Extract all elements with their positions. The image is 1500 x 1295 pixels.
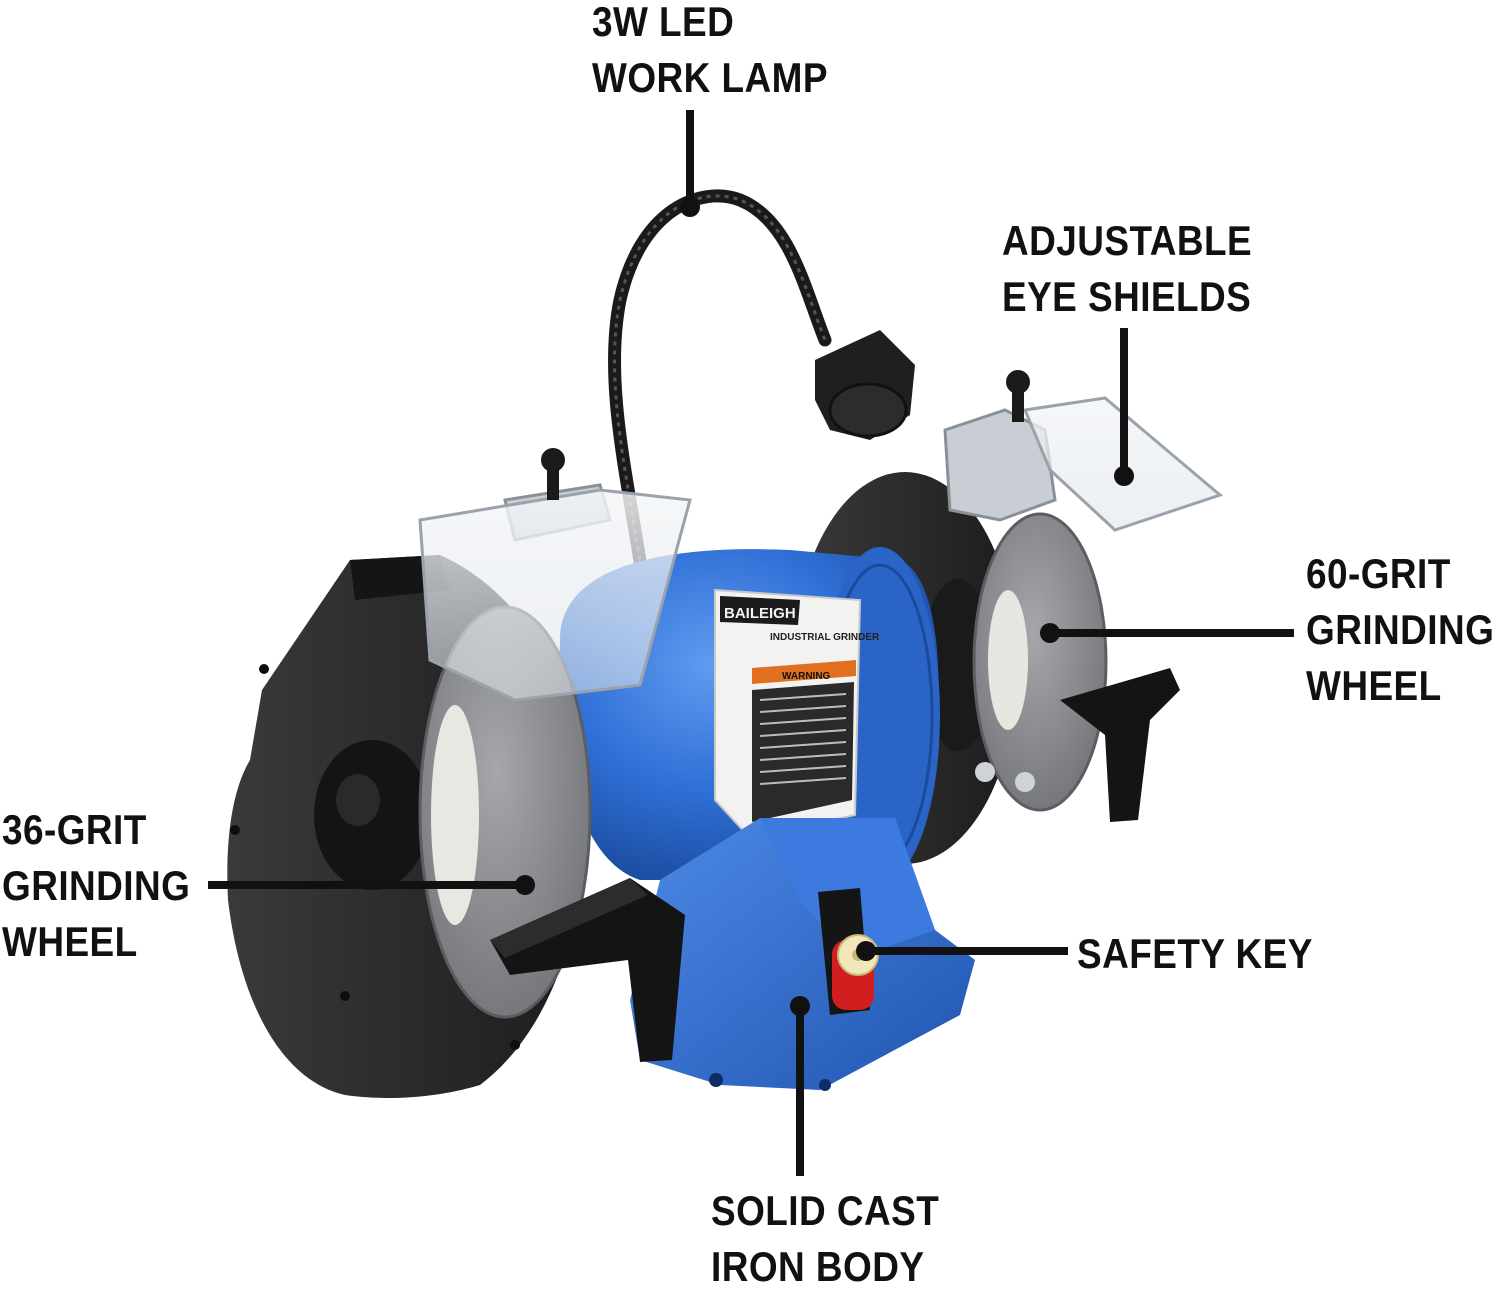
led-work-lamp (608, 189, 915, 647)
callout-work-lamp-line-1: 3W LED (592, 0, 735, 45)
right-wheel-label-disc (988, 590, 1028, 730)
callout-60-grit-wheel: 60-GRIT GRINDING WHEEL (1306, 546, 1494, 714)
left-wheel-label-disc (431, 705, 479, 925)
cast-iron-base (630, 818, 975, 1091)
right-grinding-wheel (974, 514, 1106, 810)
callout-60-grit-line-3: WHEEL (1306, 662, 1442, 709)
left-eye-shield (418, 488, 692, 702)
callout-work-lamp-line-2: WORK LAMP (592, 54, 828, 101)
right-tool-rest (1060, 668, 1180, 822)
callout-60-grit-line-1: 60-GRIT (1306, 550, 1451, 597)
callout-36-grit-line-2: GRINDING (2, 862, 191, 909)
callout-36-grit-line-3: WHEEL (2, 918, 138, 965)
callout-eye-shields-line-2: EYE SHIELDS (1002, 273, 1252, 320)
spec-label-plate: BAILEIGH INDUSTRIAL GRINDER WARNING (714, 588, 880, 840)
brand-logo: BAILEIGH (724, 605, 796, 622)
plate-title: INDUSTRIAL GRINDER (770, 632, 880, 643)
callout-36-grit-wheel: 36-GRIT GRINDING WHEEL (2, 802, 190, 970)
callout-eye-shields-line-1: ADJUSTABLE (1002, 217, 1253, 264)
lamp-gooseneck (608, 189, 832, 647)
callout-60-grit-line-2: GRINDING (1306, 606, 1495, 653)
callout-eye-shields: ADJUSTABLE EYE SHIELDS (1002, 213, 1252, 325)
callout-leaders (208, 110, 1294, 1176)
right-shield-bracket (943, 408, 1057, 522)
callout-cast-iron-body: SOLID CAST IRON BODY (711, 1183, 939, 1295)
left-wheel-assembly (227, 448, 692, 1098)
callout-body-line-2: IRON BODY (711, 1243, 925, 1290)
callout-safety-key-line-1: SAFETY KEY (1077, 930, 1313, 977)
callout-36-grit-line-1: 36-GRIT (2, 806, 147, 853)
callout-body-line-1: SOLID CAST (711, 1187, 940, 1234)
callout-safety-key: SAFETY KEY (1077, 926, 1313, 982)
warning-label: WARNING (782, 671, 831, 682)
callout-work-lamp: 3W LED WORK LAMP (592, 0, 828, 106)
